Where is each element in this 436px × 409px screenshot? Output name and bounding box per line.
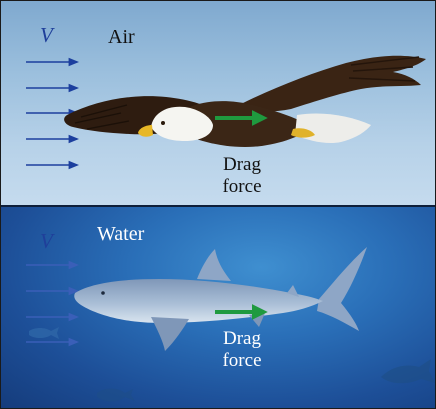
water-drag-label-line1: Drag (223, 328, 261, 349)
air-velocity-label: V (40, 23, 53, 47)
air-flow-arrows (26, 57, 80, 170)
air-scene (26, 55, 426, 170)
air-panel: V Air Drag force (1, 1, 435, 205)
eagle-far-wing (239, 55, 426, 112)
shark-body (74, 279, 323, 323)
water-medium-label: Water (97, 223, 145, 245)
panel-divider (1, 205, 435, 207)
eagle-beak (138, 125, 153, 137)
air-medium-label: Air (108, 26, 135, 48)
water-drag-label: Drag force (211, 328, 273, 372)
water-panel: V Water Drag force (1, 207, 435, 408)
air-drag-label-line2: force (222, 176, 262, 197)
shark-pectoral-fin (151, 317, 189, 351)
shark-dorsal-fin (197, 249, 231, 281)
water-drag-label-line2: force (222, 350, 262, 371)
shark-tail-fin (317, 247, 367, 331)
eagle-illustration (64, 55, 426, 147)
small-fish-right (381, 359, 435, 384)
water-flow-arrows (26, 260, 80, 347)
small-fish-bottom (97, 388, 135, 402)
shark-eye (101, 291, 105, 295)
air-drag-label-line1: Drag (223, 154, 261, 175)
eagle-eye (161, 121, 165, 125)
water-velocity-label: V (40, 229, 53, 253)
eagle-tail (295, 113, 371, 144)
eagle-head (151, 106, 213, 141)
water-scene (26, 247, 435, 402)
eagle-feet (291, 128, 315, 138)
small-fish-left (29, 327, 59, 339)
air-drag-label: Drag force (211, 154, 273, 198)
